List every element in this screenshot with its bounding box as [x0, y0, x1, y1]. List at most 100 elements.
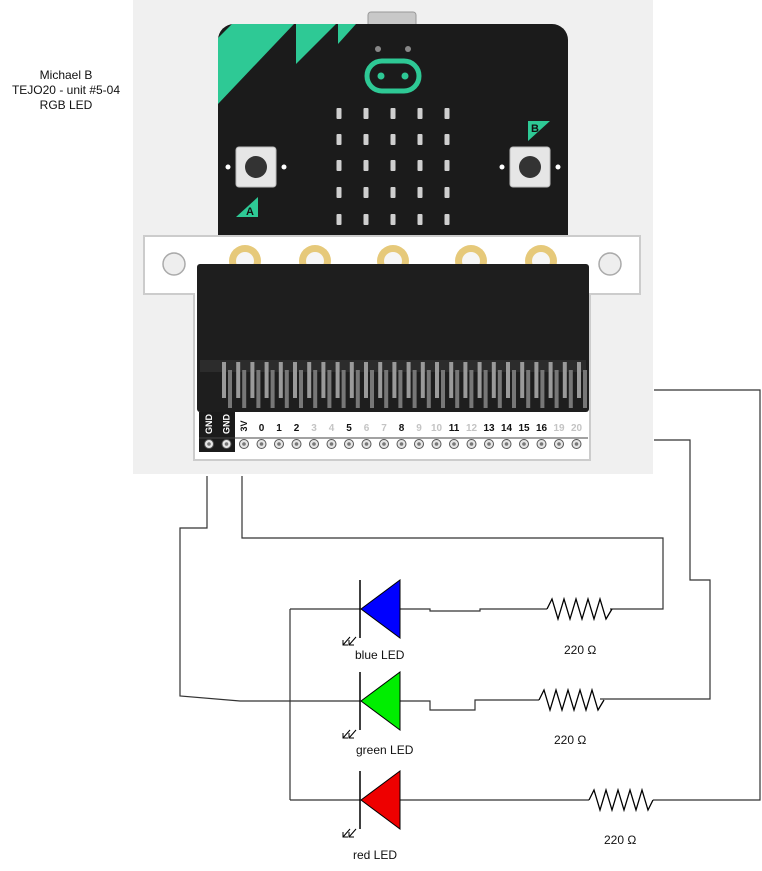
microbit-board: A B [218, 11, 568, 274]
header-holes [204, 439, 582, 449]
matrix-led [363, 187, 369, 198]
pin-label: GND [222, 414, 232, 435]
pin-label: 5 [346, 423, 352, 434]
matrix-led [417, 187, 423, 198]
pin-label: 12 [466, 423, 478, 434]
wire-green-signal [600, 439, 711, 700]
project-label: RGB LED [39, 98, 93, 112]
course-label: TEJO20 - unit #5-04 [11, 83, 121, 97]
connector-pin [293, 362, 297, 398]
pin-label: 4 [329, 423, 335, 434]
pin-label: 20 [571, 423, 583, 434]
matrix-led [363, 108, 369, 119]
matrix-led [444, 214, 450, 225]
wire-red-signal [653, 389, 761, 801]
connector-pin [548, 362, 553, 398]
button-a-label: A [246, 206, 254, 218]
connector-pin [406, 362, 411, 398]
connector-pins [222, 362, 587, 408]
connector-pin [435, 362, 439, 398]
pin-label: 14 [501, 423, 513, 434]
mount-hole-right [598, 252, 622, 276]
led-green [342, 671, 401, 739]
connector-pin [321, 362, 326, 398]
button-b-label: B [531, 123, 539, 135]
pin-label: 19 [553, 423, 565, 434]
pin-label: 2 [294, 423, 300, 434]
connector-pin [307, 362, 312, 398]
connector-pin [378, 362, 383, 398]
matrix-led [336, 214, 342, 225]
connector-pin [349, 362, 354, 398]
resistor-green-label: 220 Ω [554, 733, 587, 747]
resistor-blue-icon [546, 596, 613, 622]
pin-label: 11 [449, 423, 460, 434]
pin-label: 13 [483, 423, 495, 434]
wire-blue-signal [241, 476, 664, 610]
connector-pin [278, 362, 283, 398]
connector-pin [420, 362, 425, 398]
matrix-led [390, 214, 396, 225]
wires [179, 389, 761, 801]
button-b-marker-icon [528, 121, 550, 141]
light-arrows-icon [342, 828, 357, 838]
button-a-marker-icon [236, 197, 258, 217]
connector-pin [364, 362, 368, 398]
matrix-led [417, 134, 423, 145]
led-red-body [360, 770, 401, 830]
matrix-led [363, 214, 369, 225]
connector-pin [520, 362, 525, 398]
connector-pin [562, 362, 567, 398]
connector-pin [477, 362, 482, 398]
matrix-led [444, 160, 450, 171]
pin-label: 16 [536, 423, 548, 434]
logo-touch-icon [364, 58, 422, 94]
matrix-led [336, 187, 342, 198]
connector-pin [534, 362, 539, 398]
led-green-body [360, 671, 401, 731]
matrix-led [390, 160, 396, 171]
led-red [342, 770, 401, 838]
connector-pin [264, 362, 269, 398]
connector-pin [222, 362, 226, 398]
pcb [218, 24, 568, 274]
pin-label: 3 [311, 423, 317, 434]
resistor-green-icon [538, 687, 605, 713]
connector-pin [236, 362, 241, 398]
matrix-led [390, 187, 396, 198]
matrix-led [444, 134, 450, 145]
matrix-led [363, 134, 369, 145]
led-matrix [336, 108, 450, 225]
red-led-label: red LED [353, 848, 398, 862]
resistor-red-icon [588, 787, 654, 813]
resistor-red-label: 220 Ω [604, 833, 637, 847]
mount-hole-left [162, 252, 186, 276]
matrix-led [417, 214, 423, 225]
wire-gnd [179, 476, 290, 702]
connector-pin [463, 362, 468, 398]
author-label: Michael B [39, 68, 93, 82]
light-arrows-icon [342, 729, 357, 739]
matrix-led [336, 134, 342, 145]
resistors [538, 596, 654, 813]
blue-led-label: blue LED [355, 648, 405, 662]
pin-label: 10 [431, 423, 443, 434]
resistor-blue-label: 220 Ω [564, 643, 597, 657]
light-arrows-icon [342, 636, 357, 646]
pin-label: 15 [518, 423, 530, 434]
pin-label: 9 [416, 423, 422, 434]
matrix-led [417, 108, 423, 119]
connector-pin [491, 362, 496, 398]
matrix-led [417, 160, 423, 171]
matrix-led [336, 160, 342, 171]
pin-label: 7 [381, 423, 387, 434]
accent-corner-icon [218, 24, 294, 104]
connector-pin [506, 362, 510, 398]
matrix-led [444, 187, 450, 198]
matrix-led [363, 160, 369, 171]
matrix-led [336, 108, 342, 119]
connector-pin [335, 362, 340, 398]
